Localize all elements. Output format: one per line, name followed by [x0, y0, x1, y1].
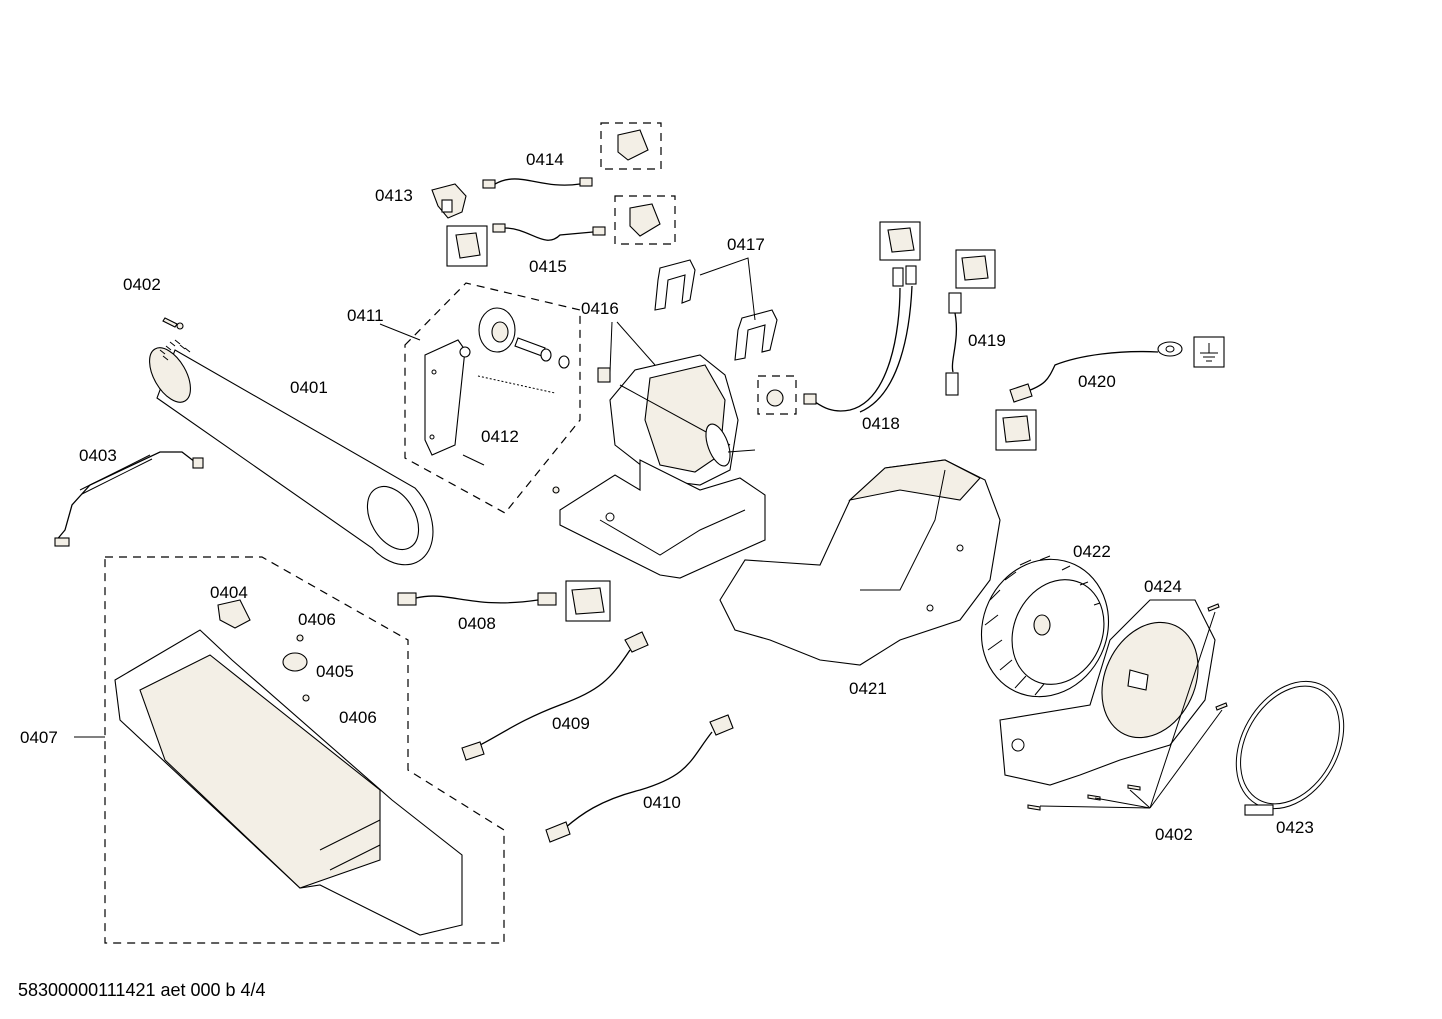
label-0418: 0418 — [862, 414, 900, 433]
part-0406-screws — [296, 634, 310, 702]
part-0421-blower-housing — [719, 459, 1001, 666]
part-0407-housing — [114, 629, 463, 936]
part-0417-clip-lower — [734, 309, 778, 361]
part-sensor-box — [757, 375, 797, 415]
part-0412-spring — [462, 375, 556, 466]
part-connector-box-left — [446, 225, 488, 267]
part-0413-switch — [431, 183, 467, 219]
label-0413: 0413 — [375, 186, 413, 205]
label-0410: 0410 — [643, 793, 681, 812]
label-0412: 0412 — [481, 427, 519, 446]
part-0404-thermostat — [217, 599, 251, 629]
label-0424: 0424 — [1144, 577, 1182, 596]
label-0414: 0414 — [526, 150, 564, 169]
part-0403-heater-wire — [54, 451, 204, 547]
fan-blades — [984, 555, 1101, 696]
part-motor-frame — [552, 459, 766, 579]
part-roller — [478, 307, 570, 369]
part-0422-fan-wheel — [980, 555, 1110, 698]
part-0405-sensor — [282, 652, 308, 672]
part-0410-wire — [545, 714, 734, 843]
part-dashed-box-top1 — [600, 122, 662, 170]
part-labels: 0401 0402 0402 0403 0404 0405 0406 0406 … — [20, 150, 1314, 844]
part-0402-screw-left — [162, 317, 184, 330]
part-0414-wire — [482, 177, 593, 189]
label-0417: 0417 — [727, 235, 765, 254]
part-0420-ground-wire — [995, 336, 1225, 451]
part-0415-wire — [492, 223, 606, 241]
label-0415: 0415 — [529, 257, 567, 276]
label-0402-right: 0402 — [1155, 825, 1193, 844]
group-box-0411 — [404, 282, 581, 514]
label-0406-upper: 0406 — [298, 610, 336, 629]
part-0424-fan-cover — [999, 599, 1216, 786]
label-0405: 0405 — [316, 662, 354, 681]
label-0420: 0420 — [1078, 372, 1116, 391]
part-0409-wire — [461, 631, 649, 761]
part-0419-wire — [945, 249, 996, 396]
label-0416: 0416 — [581, 299, 619, 318]
label-0423: 0423 — [1276, 818, 1314, 837]
label-0409: 0409 — [552, 714, 590, 733]
label-0406-lower: 0406 — [339, 708, 377, 727]
label-0419: 0419 — [968, 331, 1006, 350]
part-0402-screws-right — [1027, 603, 1228, 811]
label-0401: 0401 — [290, 378, 328, 397]
part-0408-wire — [397, 580, 611, 622]
group-box-0407 — [104, 556, 505, 944]
label-0408: 0408 — [458, 614, 496, 633]
label-0421: 0421 — [849, 679, 887, 698]
leader-lines — [74, 257, 1223, 809]
document-footer-code: 58300000111421 aet 000 b 4/4 — [18, 980, 266, 1000]
label-0411: 0411 — [347, 306, 384, 325]
label-0402-left: 0402 — [123, 275, 161, 294]
label-0404: 0404 — [210, 583, 248, 602]
label-0403: 0403 — [79, 446, 117, 465]
part-0416-motor — [597, 354, 756, 486]
part-0417-clip-upper — [654, 259, 696, 311]
label-0407: 0407 — [20, 728, 58, 747]
label-0422: 0422 — [1073, 542, 1111, 561]
part-dashed-box-top2 — [614, 195, 676, 245]
part-0401-tube — [149, 339, 434, 566]
part-0411-bracket — [424, 339, 471, 456]
part-0423-gasket-ring — [1235, 680, 1345, 816]
part-0418-wire — [803, 221, 921, 413]
